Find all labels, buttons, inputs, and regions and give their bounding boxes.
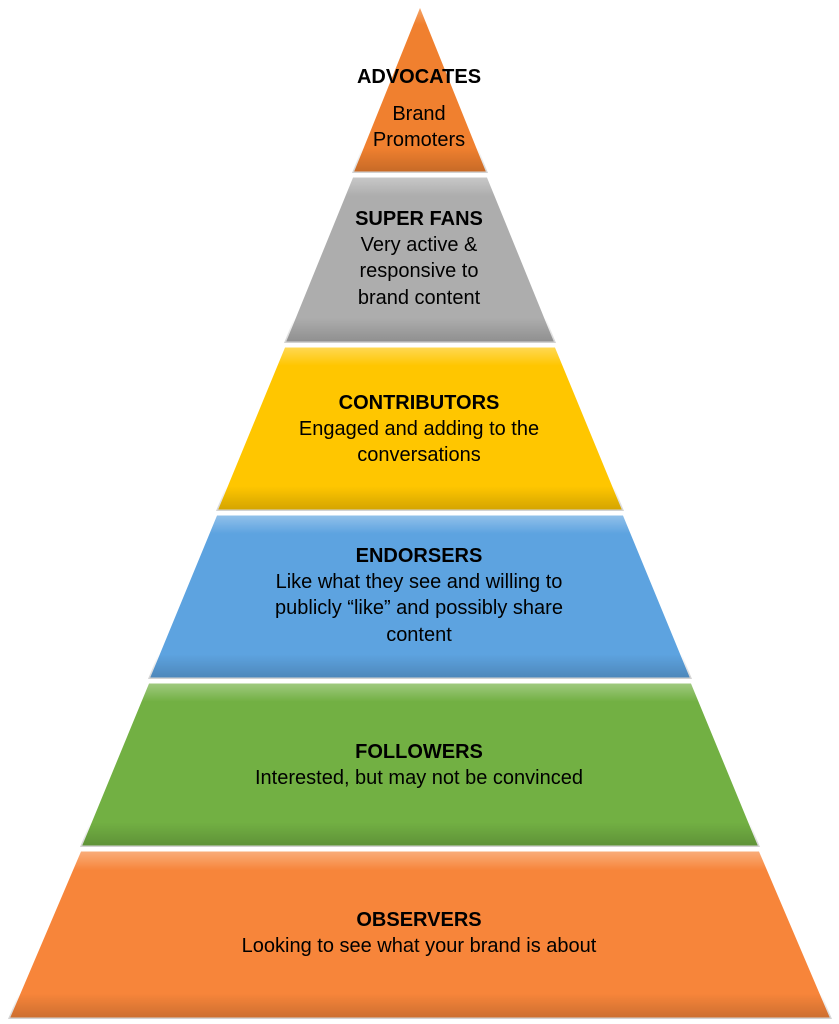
tier-observers-description-line-1: Looking to see what your brand is about (242, 935, 597, 957)
tier-observers-title: OBSERVERS (356, 909, 481, 931)
tier-contributors-title: CONTRIBUTORS (339, 392, 500, 414)
tier-advocates-shade (352, 4, 488, 173)
tier-advocates-description-line-1: Brand (392, 103, 445, 125)
tier-super-fans-description-line-2: responsive to (360, 260, 479, 282)
tier-endorsers-description-line-2: publicly “like” and possibly share (275, 597, 563, 619)
tier-endorsers-shade (148, 514, 692, 679)
tier-contributors-shade (216, 346, 624, 511)
tier-super-fans-description-line-1: Very active & (361, 234, 478, 256)
tier-followers-description-line-1: Interested, but may not be convinced (255, 767, 583, 789)
tier-observers: OBSERVERS Looking to see what your brand… (5, 848, 835, 1021)
tier-followers-title: FOLLOWERS (355, 741, 483, 763)
tier-super-fans-shade (284, 176, 556, 343)
tier-super-fans-description-line-3: brand content (358, 287, 481, 309)
tier-advocates: ADVOCATES Brand Promoters (349, 0, 491, 175)
tier-endorsers-title: ENDORSERS (356, 545, 483, 567)
tier-super-fans-title: SUPER FANS (355, 208, 483, 230)
tier-followers: FOLLOWERS Interested, but may not be con… (77, 680, 763, 849)
tier-followers-shade (80, 682, 760, 847)
tier-endorsers: ENDORSERS Like what they see and willing… (145, 512, 695, 681)
tier-endorsers-description-line-1: Like what they see and willing to (276, 571, 563, 593)
tier-super-fans: SUPER FANS Very active & responsive to b… (281, 174, 559, 345)
tier-advocates-title: ADVOCATES (357, 66, 481, 88)
tier-observers-shade (8, 850, 832, 1019)
tier-advocates-description-line-2: Promoters (373, 129, 465, 151)
tier-endorsers-description-line-3: content (386, 624, 452, 646)
tier-contributors: CONTRIBUTORS Engaged and adding to the c… (213, 344, 627, 513)
tier-contributors-description-line-2: conversations (357, 444, 480, 466)
tier-contributors-description-line-1: Engaged and adding to the (299, 418, 539, 440)
